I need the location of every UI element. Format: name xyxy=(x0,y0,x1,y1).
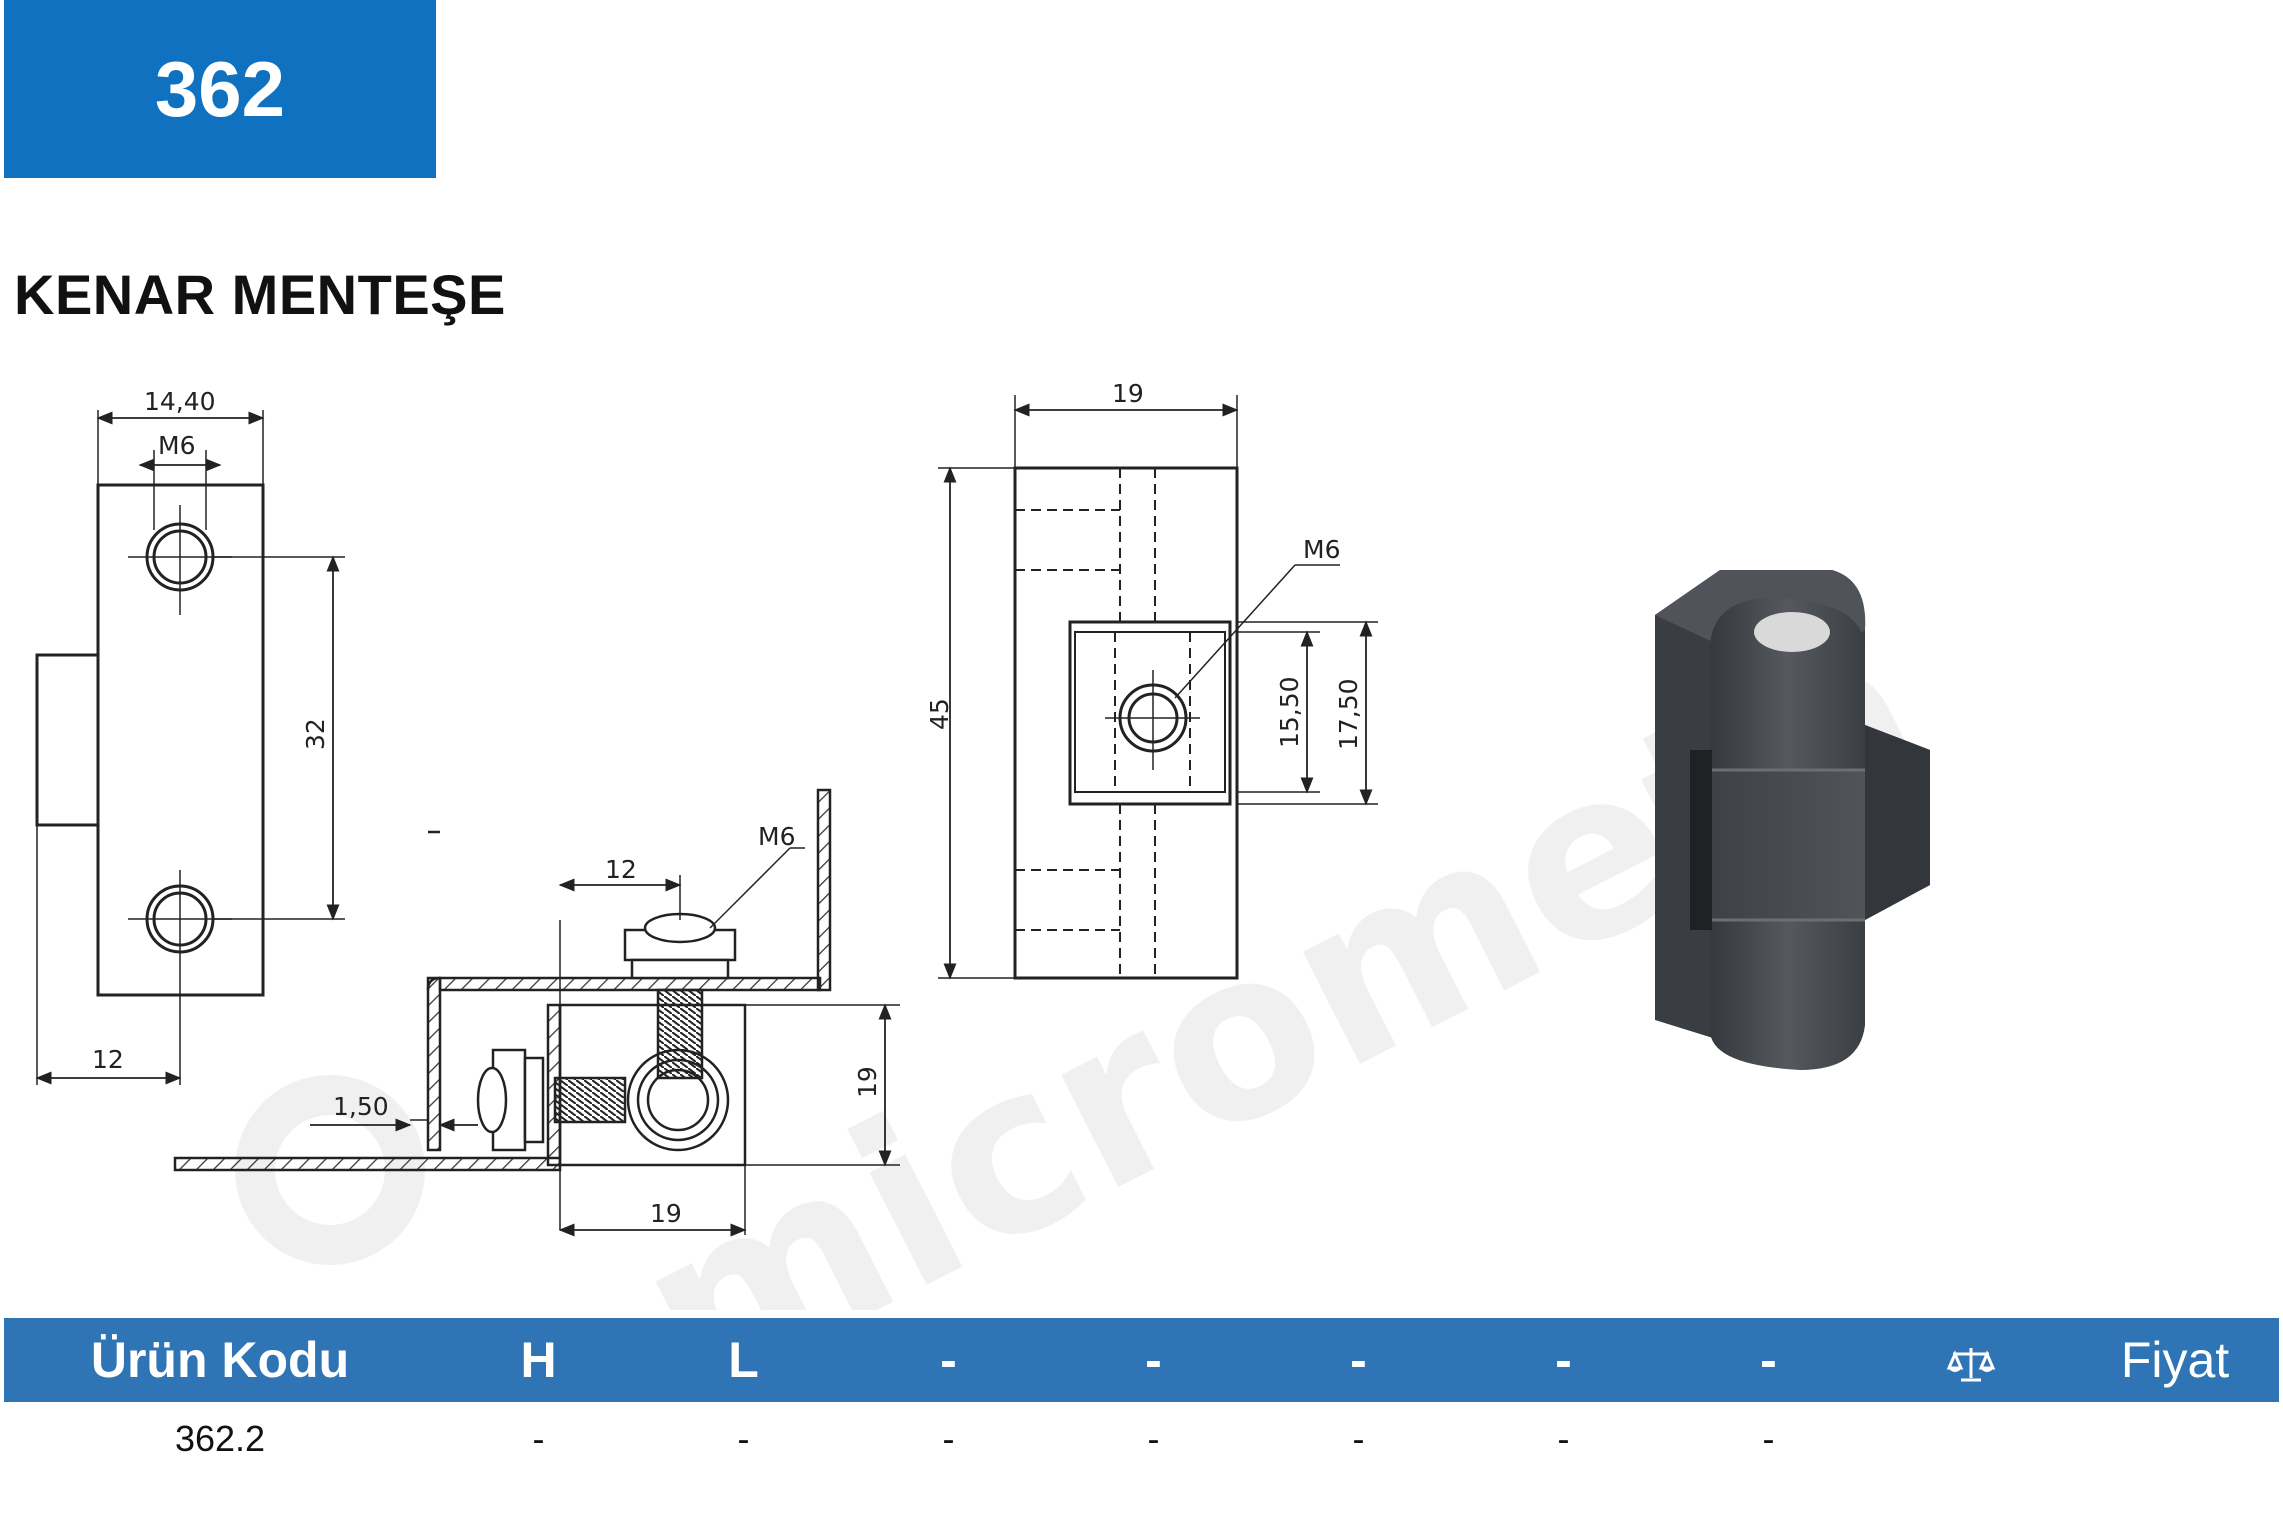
col-header-price: Fiyat xyxy=(2120,1332,2230,1388)
col-header-code: Ürün Kodu xyxy=(90,1332,350,1388)
cell-5: - xyxy=(1352,1418,1365,1459)
col-header-4: - xyxy=(1145,1332,1162,1388)
col-header-h: H xyxy=(520,1332,557,1388)
cell-7: - xyxy=(1762,1418,1775,1459)
table-row: 362.2 - - - - - - - xyxy=(4,1402,2279,1476)
scale-icon xyxy=(1871,1331,2071,1389)
dim-section-height: 19 xyxy=(853,1066,882,1098)
cell-code: 362.2 xyxy=(174,1418,266,1459)
dim-front-width: 19 xyxy=(1112,379,1144,408)
col-header-3: - xyxy=(940,1332,957,1388)
table-header: Ürün Kodu H L - - - - - Fiyat xyxy=(4,1318,2279,1402)
product-render xyxy=(1655,570,1930,1070)
product-number-badge: 362 xyxy=(4,0,436,178)
cell-6: - xyxy=(1557,1418,1570,1459)
cell-l: - xyxy=(737,1418,750,1459)
col-header-6: - xyxy=(1555,1332,1572,1388)
dim-inner-height: 15,50 xyxy=(1275,676,1304,748)
dim-thread-section: M6 xyxy=(758,822,795,851)
cell-3: - xyxy=(942,1418,955,1459)
dim-front-height: 45 xyxy=(925,698,954,730)
col-header-l: L xyxy=(728,1332,759,1388)
dim-offset-bottom: 12 xyxy=(92,1045,124,1074)
product-table: Ürün Kodu H L - - - - - Fiyat 362.2 - xyxy=(4,1318,2279,1476)
col-header-5: - xyxy=(1350,1332,1367,1388)
dim-section-width-bottom: 19 xyxy=(650,1199,682,1228)
col-header-7: - xyxy=(1760,1332,1777,1388)
side-view xyxy=(35,410,345,1085)
dim-thread-left: M6 xyxy=(158,431,195,460)
technical-drawing: micrometh 14,40 M6 32 12 xyxy=(35,379,1964,1310)
dim-section-width-top: 12 xyxy=(605,855,637,884)
dim-outer-height: 17,50 xyxy=(1334,678,1363,750)
cell-h: - xyxy=(532,1418,545,1459)
cell-4: - xyxy=(1147,1418,1160,1459)
dim-panel-thickness: 1,50 xyxy=(333,1092,389,1121)
section-view xyxy=(173,788,900,1237)
front-view xyxy=(938,395,1378,980)
dim-width-top-left: 14,40 xyxy=(144,387,216,416)
product-number: 362 xyxy=(154,44,286,133)
dim-hole-spacing: 32 xyxy=(301,718,330,750)
dim-thread-front: M6 xyxy=(1303,535,1340,564)
page-title: KENAR MENTEŞE xyxy=(14,263,506,326)
